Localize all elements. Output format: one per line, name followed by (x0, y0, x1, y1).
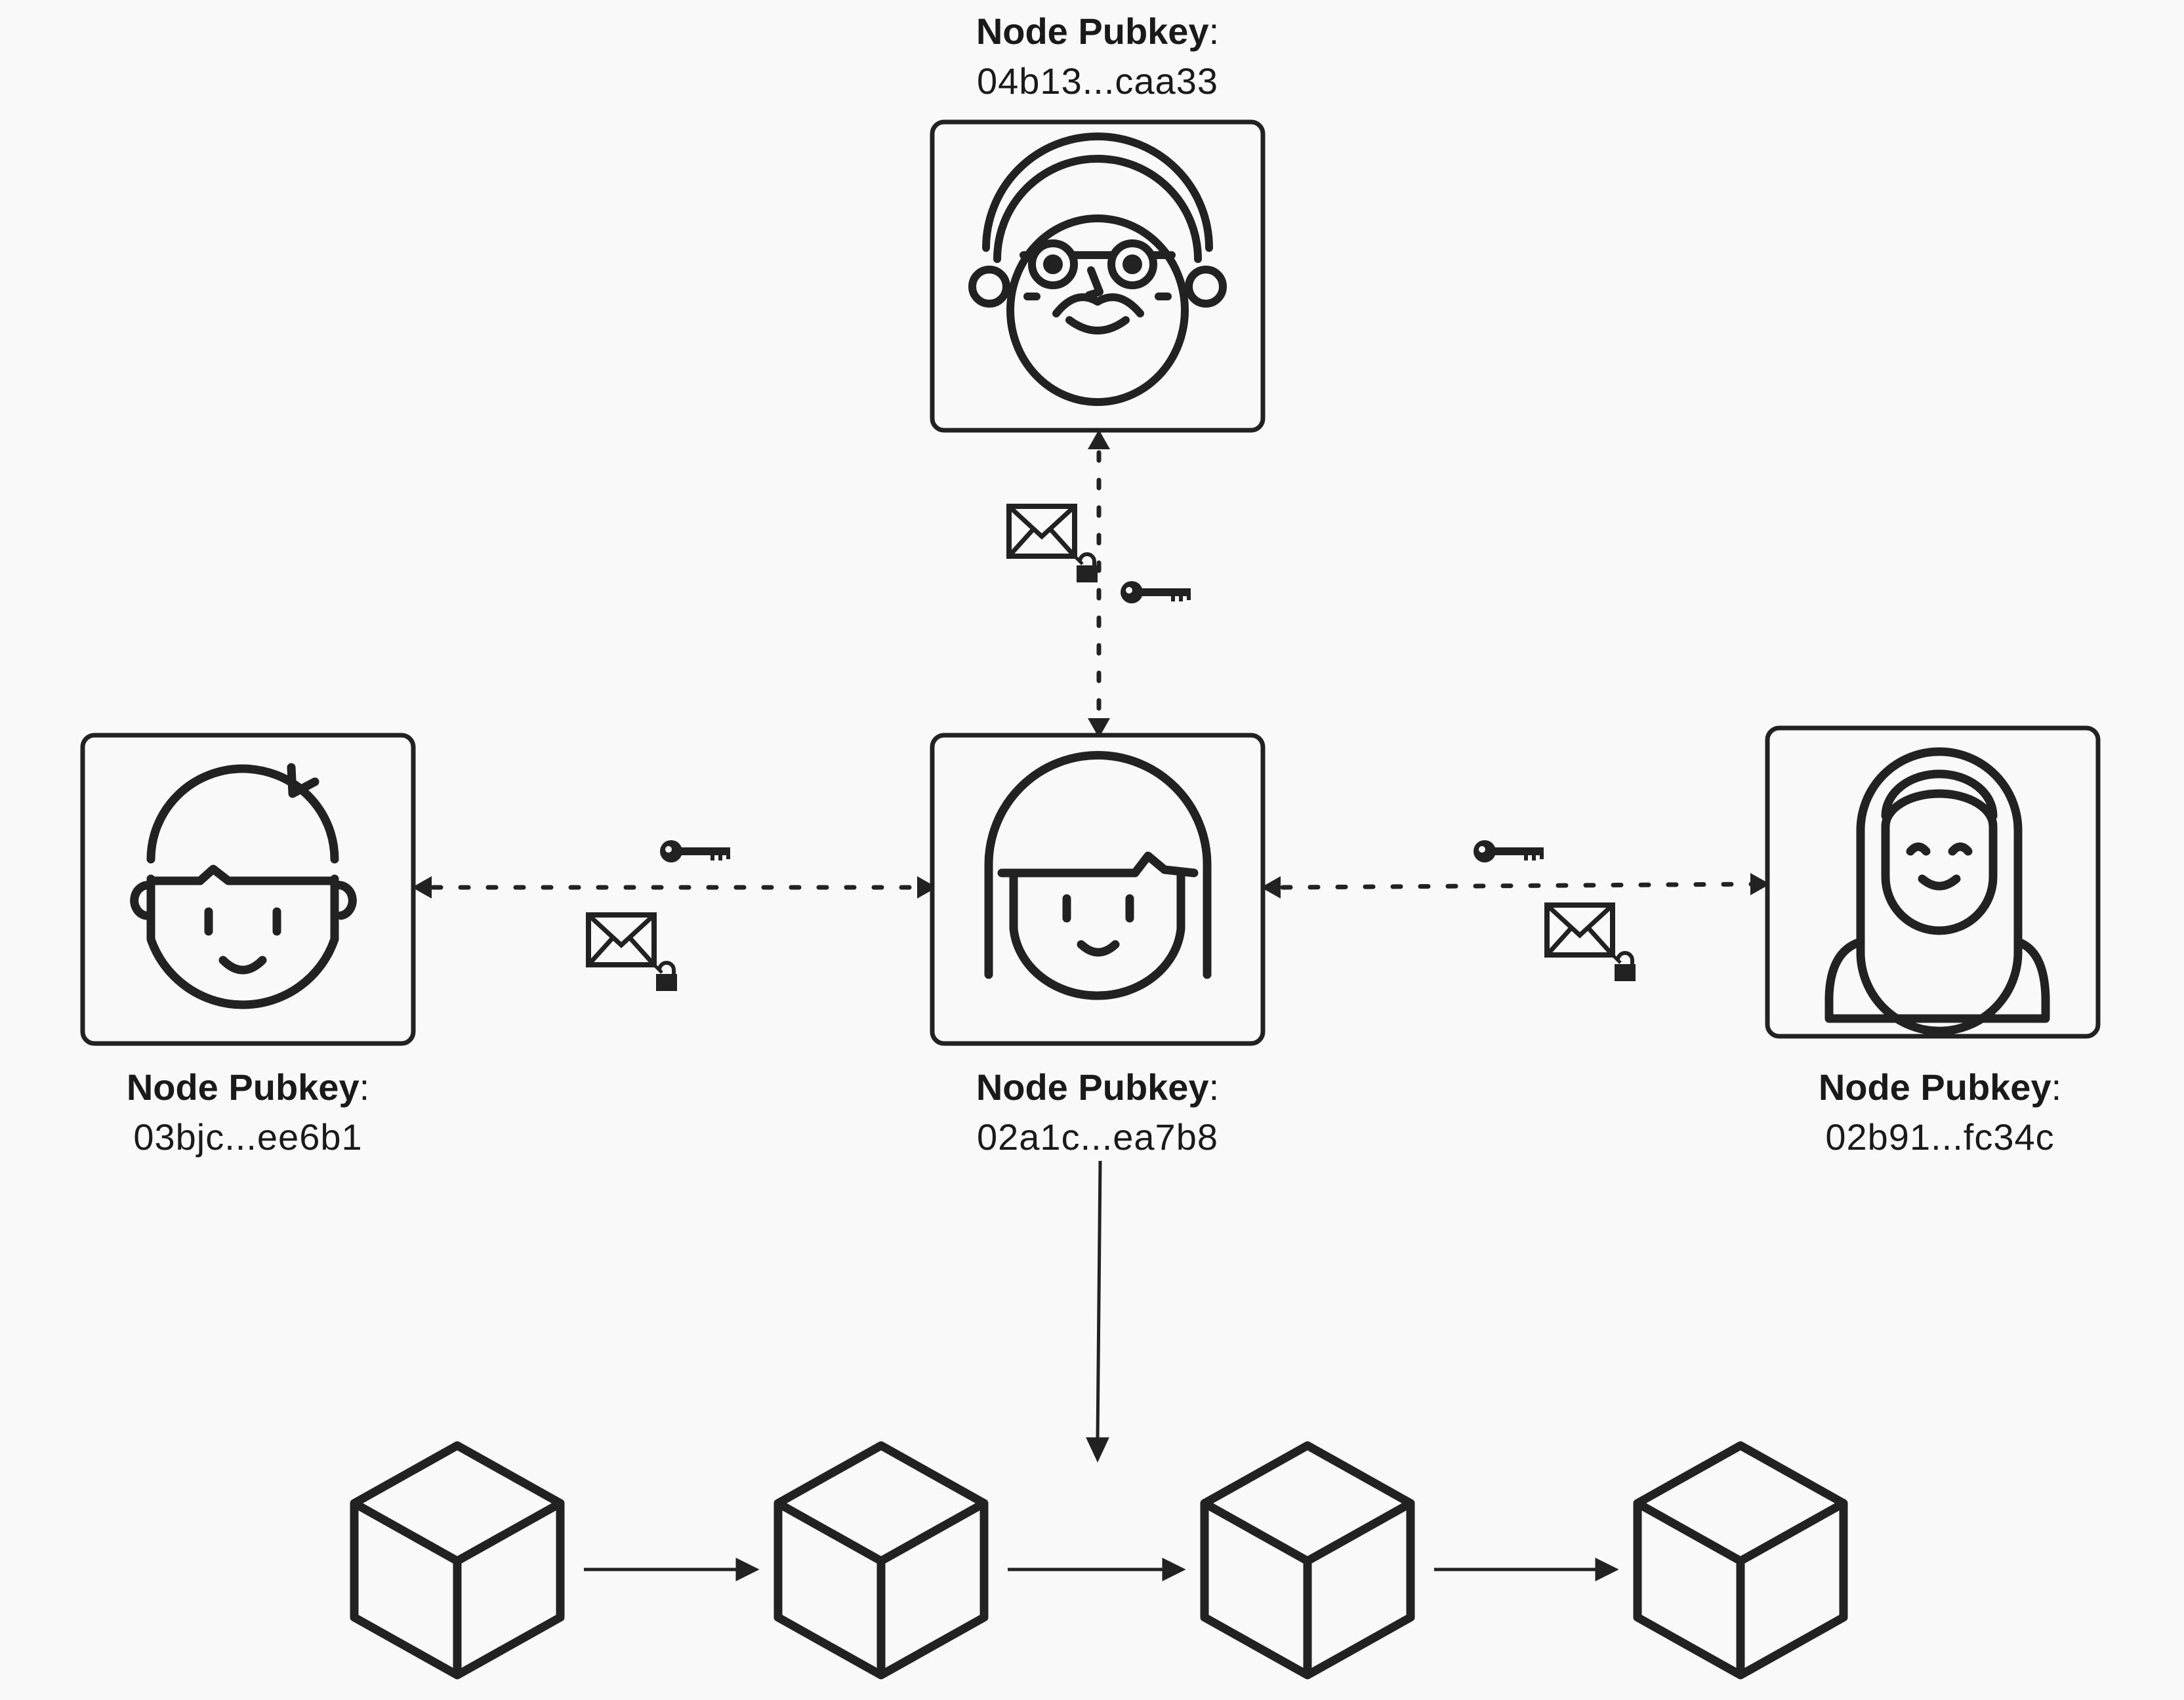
node-top-frame (930, 119, 1266, 433)
node-label-right: Node Pubkey: 02b91...fc34c (1743, 1062, 2137, 1162)
block-cube-icon (1638, 1446, 1844, 1675)
boy-avatar-icon (130, 763, 357, 1009)
node-left-frame (80, 733, 416, 1046)
channel-connections (430, 450, 1758, 890)
key-icon (660, 840, 730, 862)
node-label-top: Node Pubkey: 04b13...caa33 (901, 7, 1294, 106)
node-pubkey: 02a1c...ea7b8 (977, 1116, 1218, 1158)
locked-envelope-icon (1009, 506, 1098, 582)
key-icon (1473, 840, 1544, 862)
node-label-title: Node Pubkey (1818, 1066, 2051, 1108)
node-label-colon: : (1208, 1066, 1220, 1108)
channel-arrowheads (412, 430, 1770, 899)
node-center-frame (930, 733, 1266, 1046)
node-frames (80, 119, 2101, 1046)
node-label-title: Node Pubkey (126, 1066, 360, 1108)
node-label-title: Node Pubkey (976, 1066, 1209, 1108)
locked-envelope-icon (1547, 905, 1636, 981)
node-label-left: Node Pubkey: 03bjc...ee6b1 (51, 1062, 445, 1162)
hijab-woman-avatar-icon (1824, 747, 2050, 1036)
block-chain-arrows (584, 1557, 1619, 1582)
settlement-arrow (1086, 1160, 1109, 1463)
node-label-title: Node Pubkey (976, 10, 1209, 52)
block-cube-icon (1205, 1446, 1411, 1675)
node-pubkey: 02b91...fc34c (1825, 1116, 2055, 1158)
node-label-center: Node Pubkey: 02a1c...ea7b8 (901, 1062, 1294, 1162)
channel-center-right (1280, 881, 1758, 890)
node-pubkey: 04b13...caa33 (977, 60, 1218, 102)
locked-envelope-icon (588, 915, 677, 991)
block-cube-icon (778, 1446, 984, 1675)
old-man-avatar-icon (968, 132, 1227, 406)
node-label-colon: : (2051, 1066, 2062, 1108)
node-label-colon: : (1208, 10, 1220, 52)
block-cube-icon (354, 1446, 560, 1675)
node-label-colon: : (359, 1066, 370, 1108)
girl-avatar-icon (984, 751, 1212, 1000)
node-pubkey: 03bjc...ee6b1 (133, 1116, 363, 1158)
key-icon (1121, 581, 1191, 603)
